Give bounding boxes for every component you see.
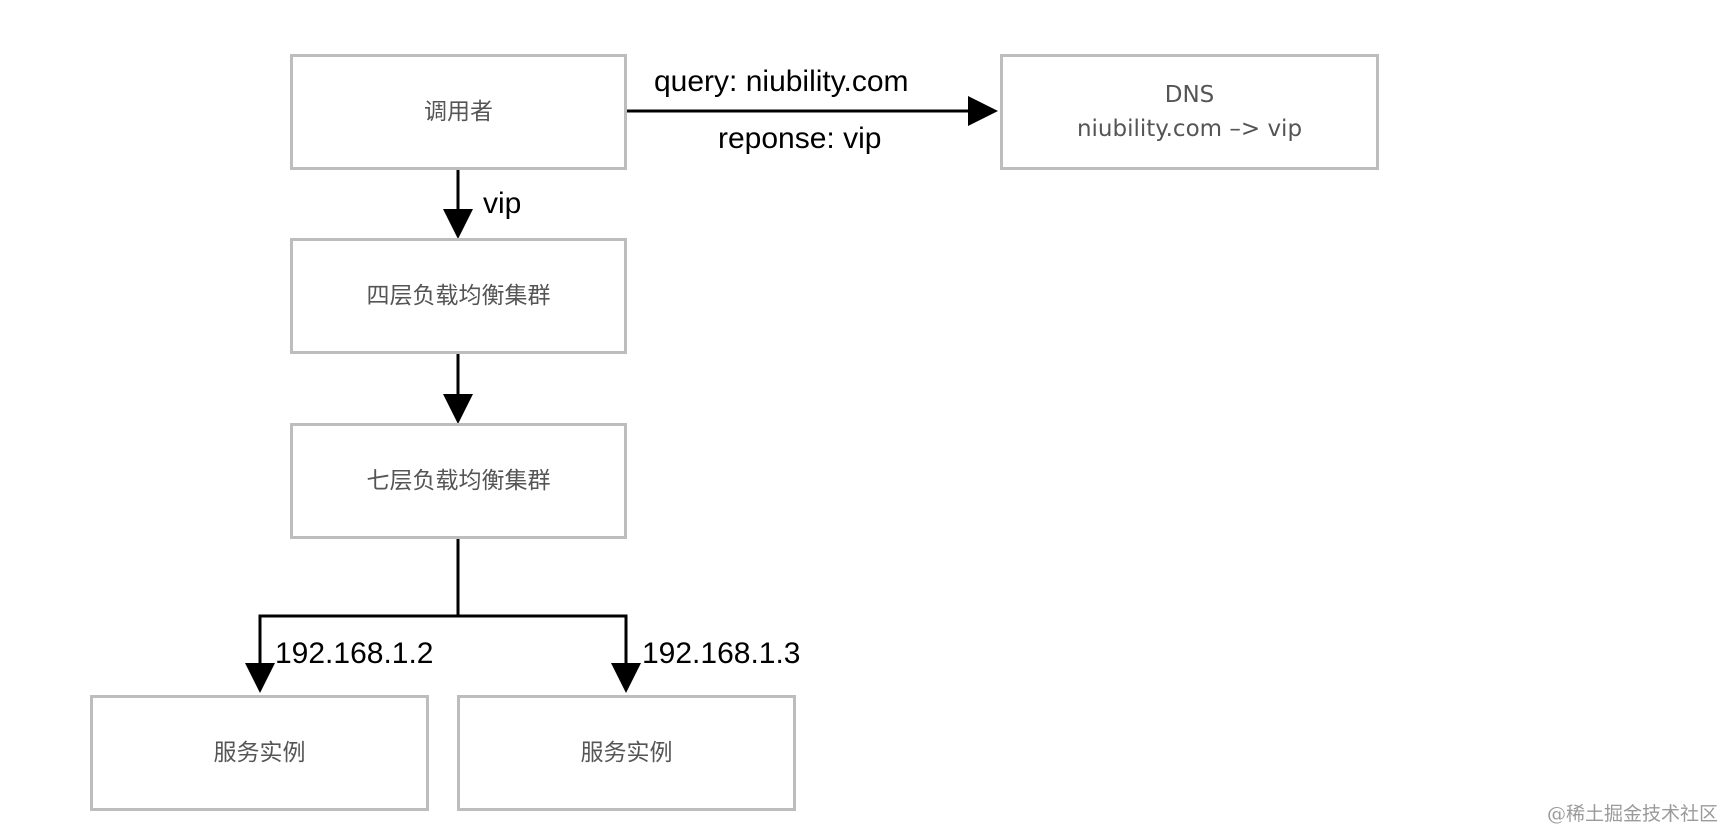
query-label: query: niubility.com (654, 65, 909, 98)
l7-to-instance1-connector (245, 537, 460, 693)
l7-to-instance2-connector (458, 614, 641, 693)
watermark: @稀土掘金技术社区 (1546, 803, 1718, 825)
l7-cluster-node: 七层负载均衡集群 (290, 423, 627, 539)
caller-label: 调用者 (424, 98, 493, 125)
service-instance-node-1: 服务实例 (90, 695, 429, 811)
l7-cluster-label: 七层负载均衡集群 (366, 467, 551, 494)
dns-title: DNS (1164, 81, 1215, 108)
ip-label-1: 192.168.1.2 (275, 637, 434, 670)
service-instance-label-2: 服务实例 (580, 739, 673, 766)
service-instance-node-2: 服务实例 (457, 695, 796, 811)
l4-cluster-node: 四层负载均衡集群 (290, 238, 627, 354)
l4-cluster-label: 四层负载均衡集群 (366, 282, 551, 309)
dns-node: DNS niubility.com –> vip (1000, 54, 1379, 170)
ip-label-2: 192.168.1.3 (642, 637, 801, 670)
service-instance-label-1: 服务实例 (213, 739, 306, 766)
dns-mapping: niubility.com –> vip (1076, 116, 1303, 142)
response-label: reponse: vip (718, 122, 882, 155)
caller-node: 调用者 (290, 54, 627, 170)
vip-label: vip (483, 187, 522, 220)
